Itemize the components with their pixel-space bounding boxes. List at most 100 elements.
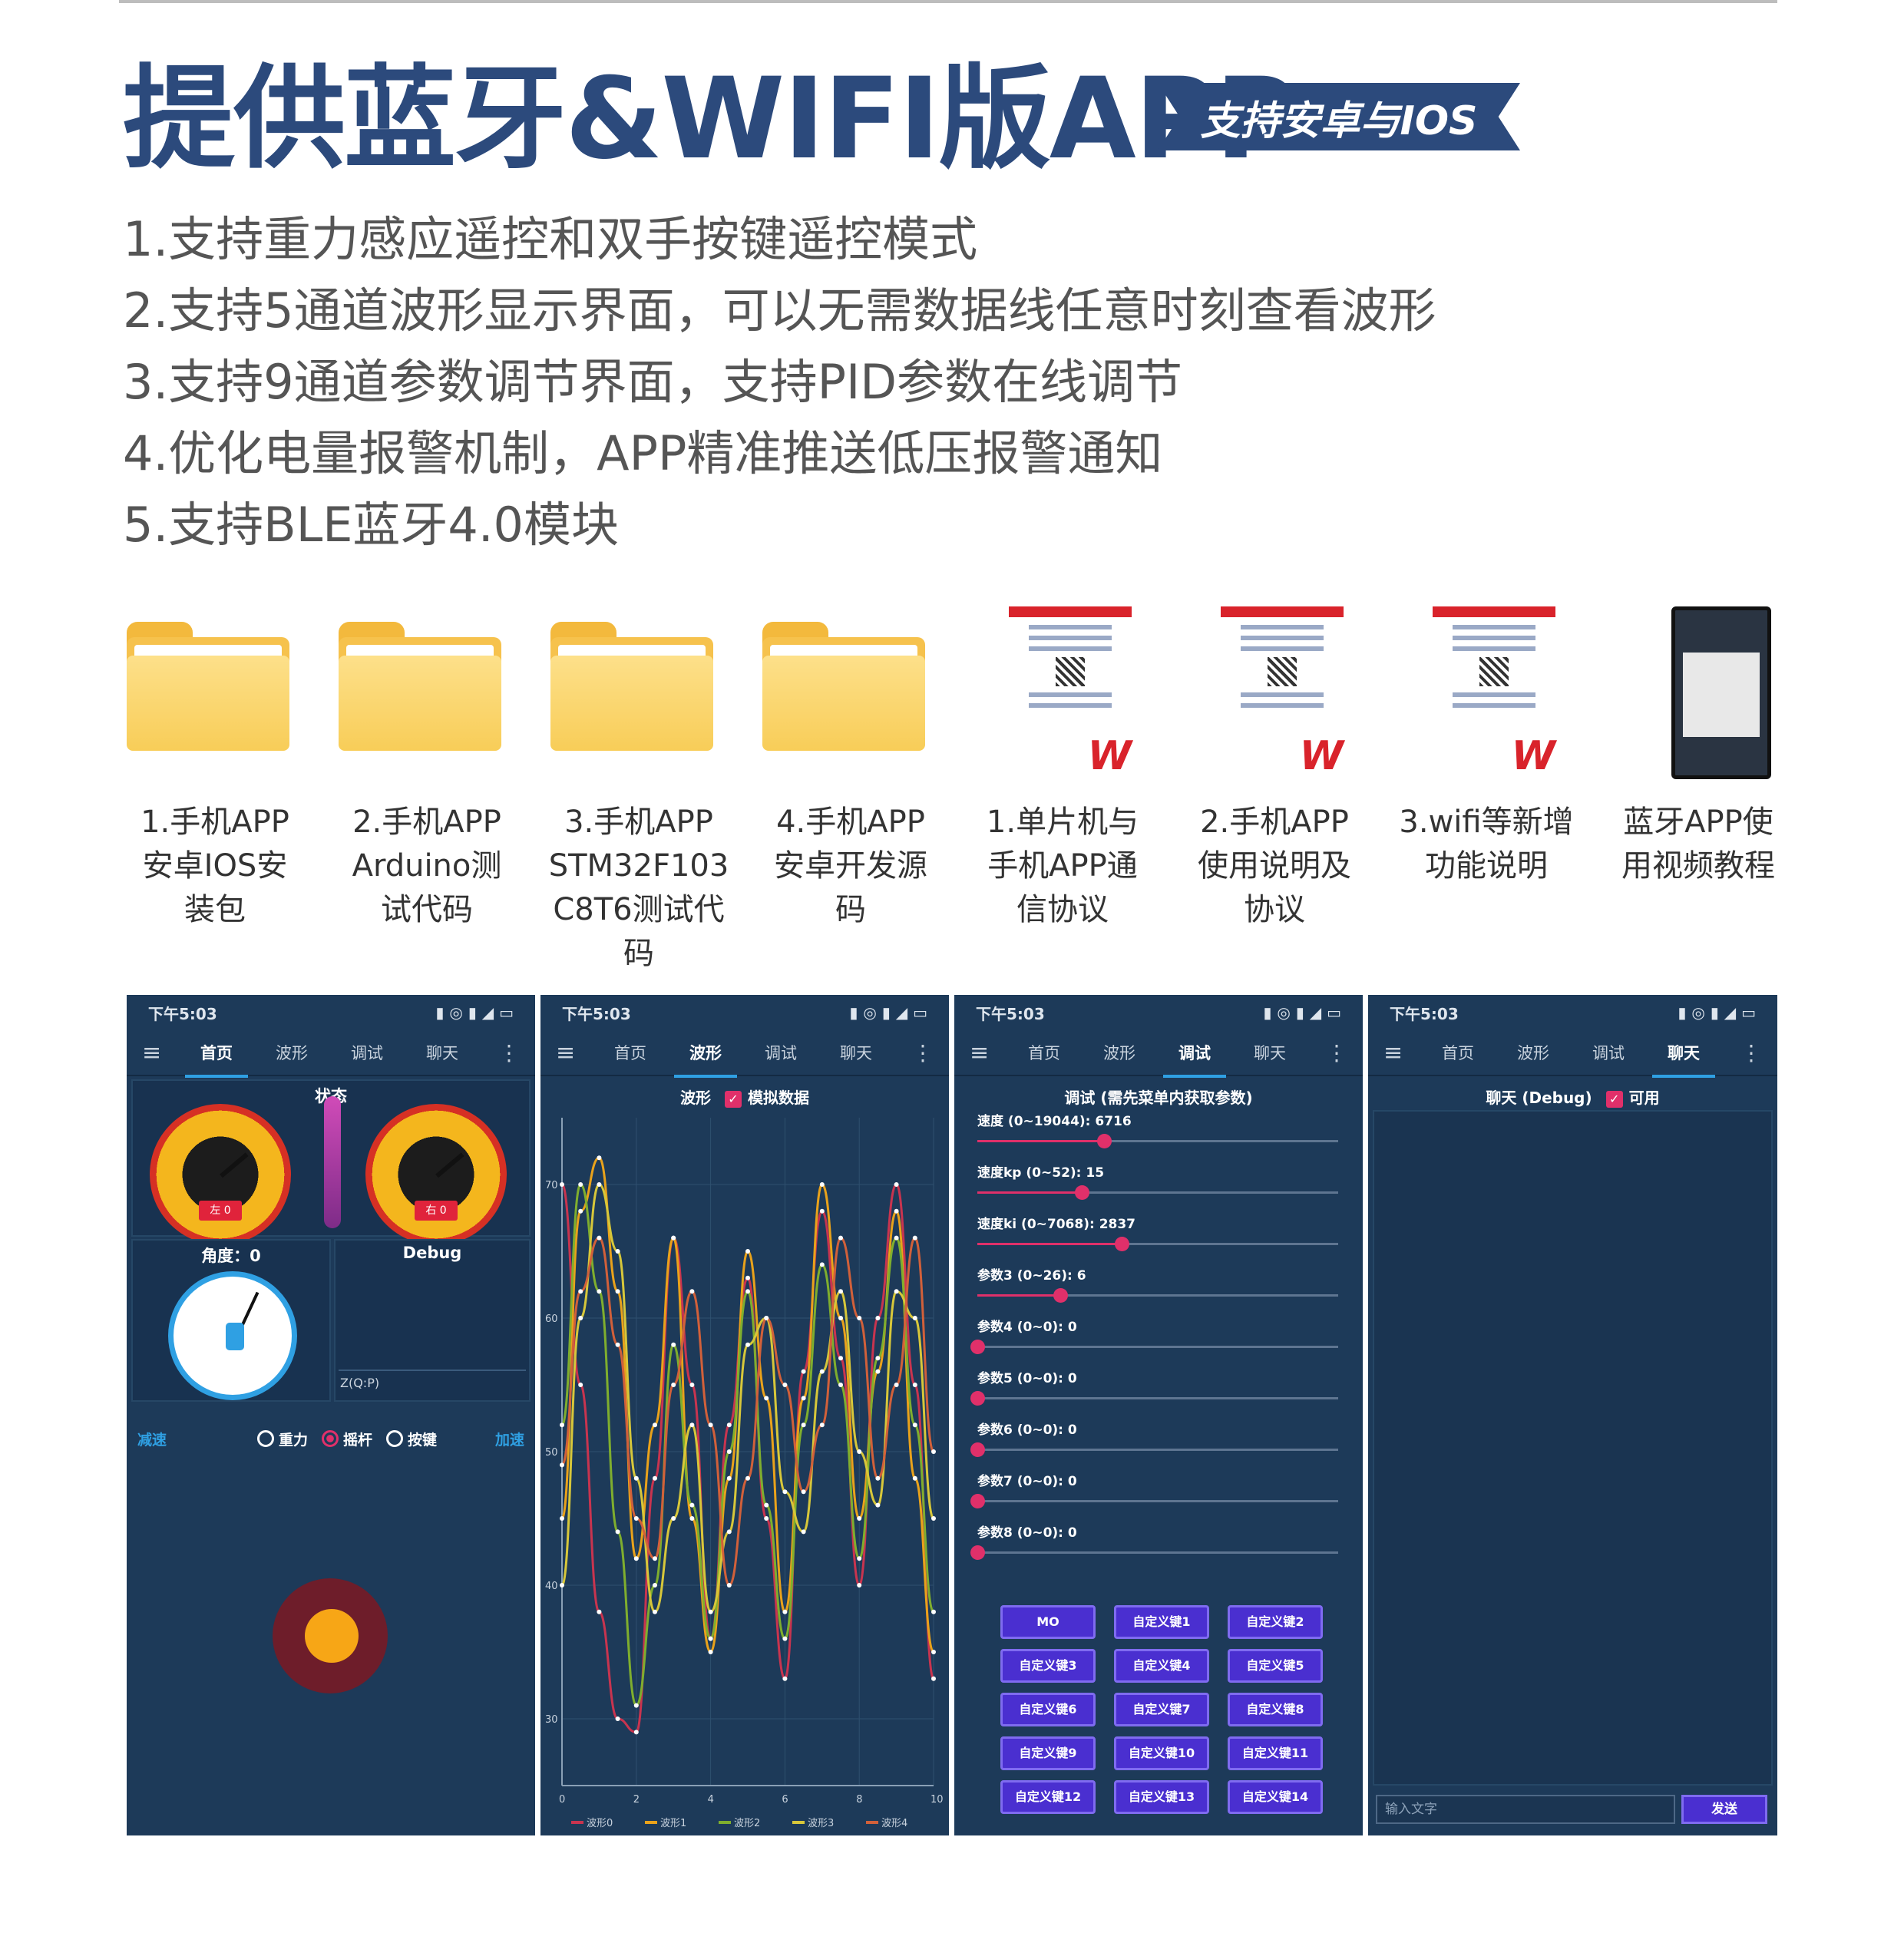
slider-knob[interactable] [1053,1288,1069,1303]
folder-icon[interactable] [335,606,519,779]
slider-knob[interactable] [1096,1134,1112,1148]
custom-key-button[interactable]: 自定义键12 [1000,1780,1096,1814]
menu-icon[interactable]: ≡ [970,1039,990,1066]
tab-home[interactable]: 首页 [1028,1044,1060,1062]
tab-debug[interactable]: 调试 [1592,1044,1625,1062]
custom-key-button[interactable]: 自定义键13 [1114,1780,1209,1814]
slider-track[interactable] [970,1494,1338,1508]
video-icon[interactable] [1606,606,1790,779]
custom-key-button[interactable]: 自定义键7 [1114,1693,1209,1726]
send-button[interactable]: 发送 [1681,1795,1767,1824]
folder-icon[interactable] [123,606,307,779]
slider-track[interactable] [970,1391,1338,1406]
pdf-icon[interactable]: W [1182,606,1367,779]
folder-icon[interactable] [547,606,731,779]
more-icon[interactable]: ⋮ [1326,1039,1347,1066]
decelerate-button[interactable]: 减速 [137,1431,167,1449]
pdf-icon[interactable]: W [970,606,1155,779]
mode-keys[interactable]: 按键 [386,1429,437,1449]
param-slider[interactable]: 速度ki (0~7068): 2837 [977,1213,1338,1251]
data-point [894,1208,899,1214]
slider-knob[interactable] [970,1545,985,1560]
slider-knob[interactable] [970,1442,985,1457]
data-point [838,1316,843,1320]
more-icon[interactable]: ⋮ [912,1039,934,1066]
custom-key-button[interactable]: 自定义键3 [1000,1649,1096,1683]
custom-key-button[interactable]: 自定义键8 [1228,1693,1323,1726]
param-slider[interactable]: 速度 (0~19044): 6716 [977,1110,1338,1148]
custom-key-button[interactable]: MO [1000,1605,1096,1639]
tab-wave[interactable]: 波形 [1103,1044,1135,1062]
menu-icon[interactable]: ≡ [556,1039,576,1066]
param-slider[interactable]: 参数8 (0~0): 0 [970,1522,1338,1560]
slider-track[interactable] [977,1185,1338,1200]
slider-track[interactable] [977,1288,1338,1303]
mode-gravity[interactable]: 重力 [257,1429,308,1449]
custom-key-button[interactable]: 自定义键6 [1000,1693,1096,1726]
custom-key-button[interactable]: 自定义键4 [1114,1649,1209,1683]
slider-knob[interactable] [970,1391,985,1406]
custom-key-button[interactable]: 自定义键1 [1114,1605,1209,1639]
joystick[interactable] [273,1578,388,1693]
tab-debug[interactable]: 调试 [1157,1041,1232,1078]
simulate-label: 模拟数据 [748,1089,809,1107]
joystick-knob[interactable] [305,1609,359,1663]
label-line: C8T6测试代 [553,892,725,927]
custom-key-button[interactable]: 自定义键14 [1228,1780,1323,1814]
custom-key-button[interactable]: 自定义键5 [1228,1649,1323,1683]
menu-icon[interactable]: ≡ [142,1039,162,1066]
custom-key-button[interactable]: 自定义键9 [1000,1736,1096,1770]
tab-chat[interactable]: 聊天 [1646,1041,1721,1078]
tab-chat[interactable]: 聊天 [1254,1044,1286,1062]
data-point [745,1289,750,1294]
slider-knob[interactable] [970,1340,985,1354]
download-item[interactable]: 蓝牙APP使用视频教程 [1606,606,1790,888]
param-slider[interactable]: 参数3 (0~26): 6 [977,1264,1338,1303]
slider-track[interactable] [970,1545,1338,1560]
enable-checkbox[interactable]: ✓ [1605,1090,1623,1108]
slider-track[interactable] [970,1442,1338,1457]
tab-home[interactable]: 首页 [614,1044,646,1062]
accelerate-button[interactable]: 加速 [494,1431,524,1449]
tab-chat[interactable]: 聊天 [840,1044,872,1062]
data-point [633,1730,639,1735]
tab-wave[interactable]: 波形 [668,1041,743,1078]
slider-track[interactable] [970,1340,1338,1354]
slider-knob[interactable] [1115,1237,1129,1251]
pdf-icon[interactable]: W [1394,606,1578,779]
more-icon[interactable]: ⋮ [1740,1039,1762,1066]
tab-debug[interactable]: 调试 [765,1044,797,1062]
slider-knob[interactable] [970,1494,985,1508]
slider-knob[interactable] [1075,1185,1090,1200]
slider-track[interactable] [977,1134,1338,1148]
tab-home[interactable]: 首页 [1442,1044,1474,1062]
param-slider[interactable]: 速度kp (0~52): 15 [977,1161,1338,1200]
custom-key-button[interactable]: 自定义键11 [1228,1736,1323,1770]
chat-input[interactable]: 输入文字 [1376,1795,1675,1824]
param-slider[interactable]: 参数4 (0~0): 0 [970,1316,1338,1354]
tab-chat[interactable]: 聊天 [426,1044,458,1062]
param-slider[interactable]: 参数6 (0~0): 0 [970,1419,1338,1457]
folder-icon[interactable] [759,606,943,779]
menu-icon[interactable]: ≡ [1383,1039,1403,1066]
mode-joystick[interactable]: 摇杆 [322,1429,372,1449]
tab-wave[interactable]: 波形 [1517,1044,1549,1062]
more-icon[interactable]: ⋮ [498,1039,520,1066]
custom-key-button[interactable]: 自定义键2 [1228,1605,1323,1639]
tab-wave[interactable]: 波形 [276,1044,308,1062]
slider-track[interactable] [977,1237,1338,1251]
param-slider[interactable]: 参数7 (0~0): 0 [970,1470,1338,1508]
custom-key-button[interactable]: 自定义键10 [1114,1736,1209,1770]
param-slider[interactable]: 参数5 (0~0): 0 [970,1367,1338,1406]
simulate-checkbox[interactable]: ✓ [725,1090,742,1108]
tab-home[interactable]: 首页 [179,1041,254,1078]
chat-log[interactable] [1373,1110,1773,1786]
tab-debug[interactable]: 调试 [351,1044,383,1062]
